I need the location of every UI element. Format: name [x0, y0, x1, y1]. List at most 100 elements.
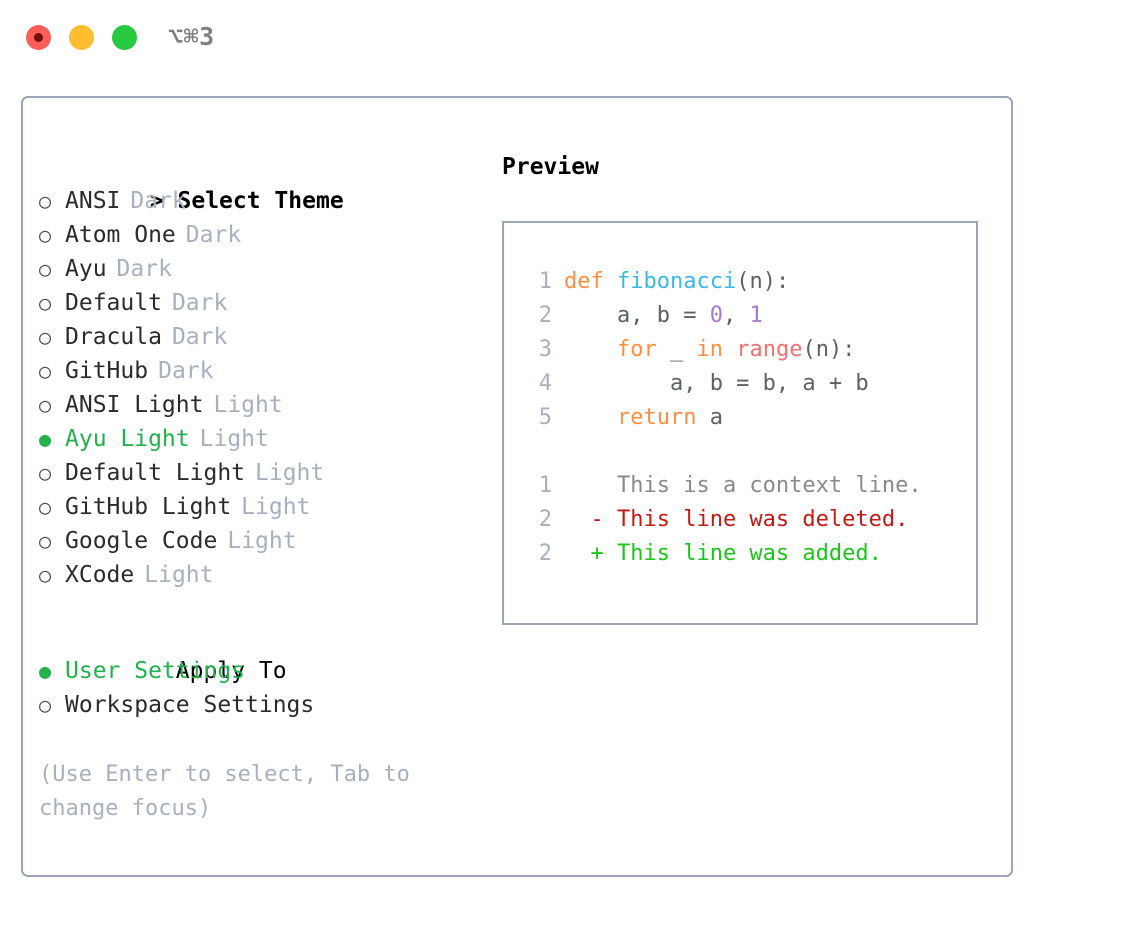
radio-unselected-icon: ○: [39, 461, 52, 485]
diff-line-text: + This line was added.: [564, 541, 882, 566]
radio-unselected-icon: ○: [39, 257, 52, 281]
radio-selected-icon: ●: [39, 659, 52, 683]
code-line-text: return a: [564, 401, 723, 435]
diff-line-text: - This line was deleted.: [564, 507, 909, 532]
theme-option-tag: Dark: [185, 222, 242, 248]
code-line-text: def fibonacci(n):: [564, 265, 789, 299]
theme-option-ayu[interactable]: ○ Ayu Dark: [39, 252, 489, 286]
line-number: 4: [538, 371, 552, 396]
code-line: 3 for _ in range(n):: [524, 333, 976, 367]
code-line: 4 a, b = b, a + b: [524, 367, 976, 401]
theme-option-tag: Light: [213, 392, 283, 418]
theme-option-tag: Dark: [171, 290, 228, 316]
theme-option-dracula[interactable]: ○ Dracula Dark: [39, 320, 489, 354]
code-token: fibonacci: [617, 269, 737, 294]
theme-option-label: Dracula: [65, 324, 162, 350]
theme-option-tag: Dark: [158, 358, 214, 384]
select-theme-header: > Select Theme: [39, 150, 489, 214]
radio-unselected-icon: ○: [39, 359, 52, 383]
radio-unselected-icon: ○: [39, 529, 52, 553]
line-number: 5: [538, 405, 552, 430]
theme-option-default[interactable]: ○ Default Dark: [39, 286, 489, 320]
theme-option-tag: Dark: [171, 324, 228, 350]
diff-line-text: This is a context line.: [564, 473, 922, 498]
code-token: in: [696, 337, 723, 362]
spacer: [39, 722, 489, 758]
radio-unselected-icon: ○: [39, 325, 52, 349]
code-token: return: [616, 405, 697, 430]
line-number: 1: [538, 473, 552, 498]
code-token: a: [696, 405, 723, 430]
code-line: 1 def fibonacci(n):: [524, 265, 976, 299]
theme-option-tag: Dark: [130, 188, 186, 214]
apply-to-list: ● User Settings ○Workspace Settings: [39, 654, 489, 722]
theme-option-tag: Light: [241, 494, 311, 520]
keyboard-hint: (Use Enter to select, Tab to change focu…: [39, 762, 410, 821]
theme-option-label: Ayu Light: [65, 426, 190, 452]
code-token: _: [656, 337, 697, 362]
apply-to-option-label: User Settings: [65, 658, 246, 684]
apply-to-title: Apply To: [175, 658, 287, 684]
apply-to-option-user-settings[interactable]: ● User Settings: [39, 654, 489, 688]
theme-option-label: ANSI Light: [65, 392, 204, 418]
radio-unselected-icon: ○: [39, 291, 52, 315]
code-token: [564, 405, 617, 430]
diff-line: 2 + This line was added.: [524, 537, 976, 571]
theme-option-tag: Dark: [116, 256, 172, 282]
theme-option-tag: Light: [199, 426, 269, 452]
radio-unselected-icon: ○: [39, 563, 52, 587]
code-token: [604, 269, 617, 294]
diff-sample: 1 This is a context line.2 - This line w…: [524, 469, 976, 571]
theme-option-tag: Light: [227, 528, 297, 554]
code-token: a, b = b, a + b: [564, 371, 869, 396]
maximize-button[interactable]: [112, 25, 137, 50]
code-token: def: [564, 269, 604, 294]
theme-option-label: GitHub Light: [65, 494, 232, 520]
select-theme-title: Select Theme: [177, 188, 344, 214]
diff-line: 1 This is a context line.: [524, 469, 976, 503]
theme-option-tag: Light: [144, 562, 214, 588]
theme-option-label: Atom One: [65, 222, 176, 248]
close-button[interactable]: [26, 25, 51, 50]
code-line-text: for _ in range(n):: [564, 333, 855, 367]
window-title: ⌥⌘3: [168, 22, 215, 51]
line-number: 2: [538, 541, 552, 566]
code-line-text: a, b = b, a + b: [564, 367, 869, 401]
apply-to-option-workspace-settings[interactable]: ○Workspace Settings: [39, 688, 489, 722]
minimize-button[interactable]: [69, 25, 94, 50]
apply-to-header: Apply To: [39, 620, 489, 684]
theme-option-tag: Light: [255, 460, 325, 486]
diff-line: 2 - This line was deleted.: [524, 503, 976, 537]
code-token: (n):: [736, 269, 790, 294]
code-token: 0: [709, 303, 723, 328]
code-line: 2 a, b = 0, 1: [524, 299, 976, 333]
code-line-text: a, b = 0, 1: [564, 299, 763, 333]
code-line: 5 return a: [524, 401, 976, 435]
theme-option-ayu-light[interactable]: ● Ayu Light Light: [39, 422, 489, 456]
theme-option-label: Ayu: [65, 256, 107, 282]
code-token: 1: [749, 303, 763, 328]
code-token: [564, 337, 617, 362]
theme-option-label: Default: [65, 290, 162, 316]
radio-selected-icon: ●: [39, 427, 52, 451]
code-token: (n):: [802, 337, 856, 362]
code-token: a, b =: [564, 303, 710, 328]
line-number: 1: [538, 269, 552, 294]
preview-title: Preview: [502, 154, 599, 180]
radio-unselected-icon: ○: [39, 693, 52, 717]
code-token: [723, 337, 736, 362]
